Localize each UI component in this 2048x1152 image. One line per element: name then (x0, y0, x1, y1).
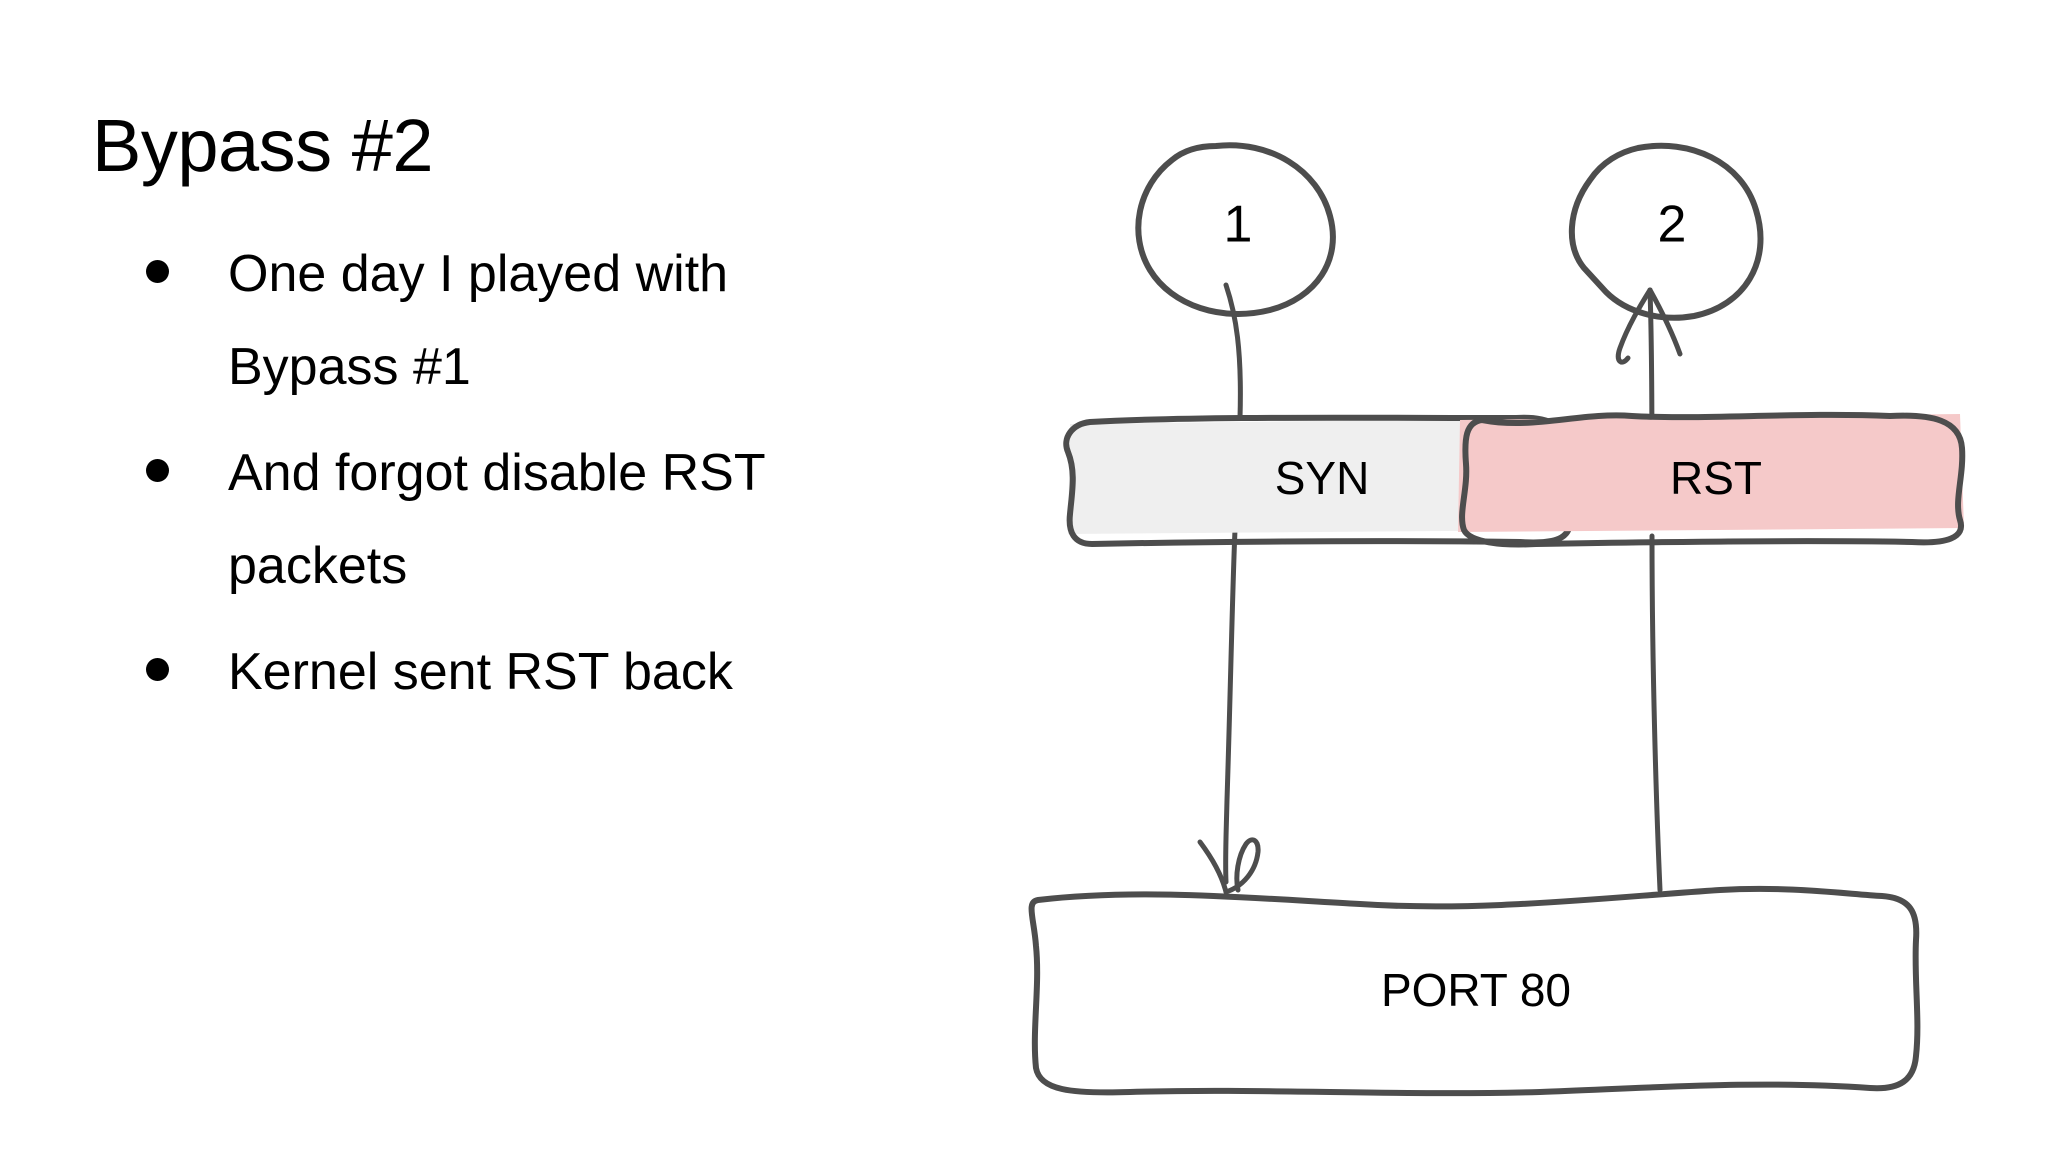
list-item-label: Kernel sent RST back (228, 643, 733, 702)
bullet-dot-icon (146, 658, 169, 682)
badge-1-label: 1 (1224, 196, 1253, 254)
bullet-dot-icon (146, 459, 169, 483)
badge-2-label: 2 (1658, 196, 1687, 254)
list-item: Kernel sent RST back (126, 626, 926, 719)
syn-box-fill (1068, 418, 1576, 534)
badge-step-1: 1 (1135, 142, 1336, 317)
rst-box-fill (1458, 414, 1964, 532)
list-item-label: One day I played with Bypass #1 (228, 245, 729, 396)
badge-step-2: 2 (1568, 142, 1764, 321)
list-item: One day I played with Bypass #1 (126, 228, 926, 413)
node-rst: RST (1458, 411, 1966, 548)
list-item: And forgot disable RST packets (126, 427, 926, 612)
bullet-list: One day I played with Bypass #1 And forg… (126, 228, 926, 733)
port-80-label: PORT 80 (1381, 964, 1571, 1016)
arrow-syn-down (1197, 282, 1261, 895)
bullet-dot-icon (146, 260, 169, 283)
list-item-label: And forgot disable RST packets (228, 444, 765, 595)
arrow-rst-up (1615, 287, 1683, 893)
syn-label: SYN (1275, 452, 1370, 504)
rst-label: RST (1670, 452, 1762, 504)
node-port-80: PORT 80 (1028, 885, 1921, 1097)
packet-flow-diagram: 1 2 SYN RST PORT 80 (960, 100, 1966, 1100)
page-title: Bypass #2 (92, 103, 434, 187)
